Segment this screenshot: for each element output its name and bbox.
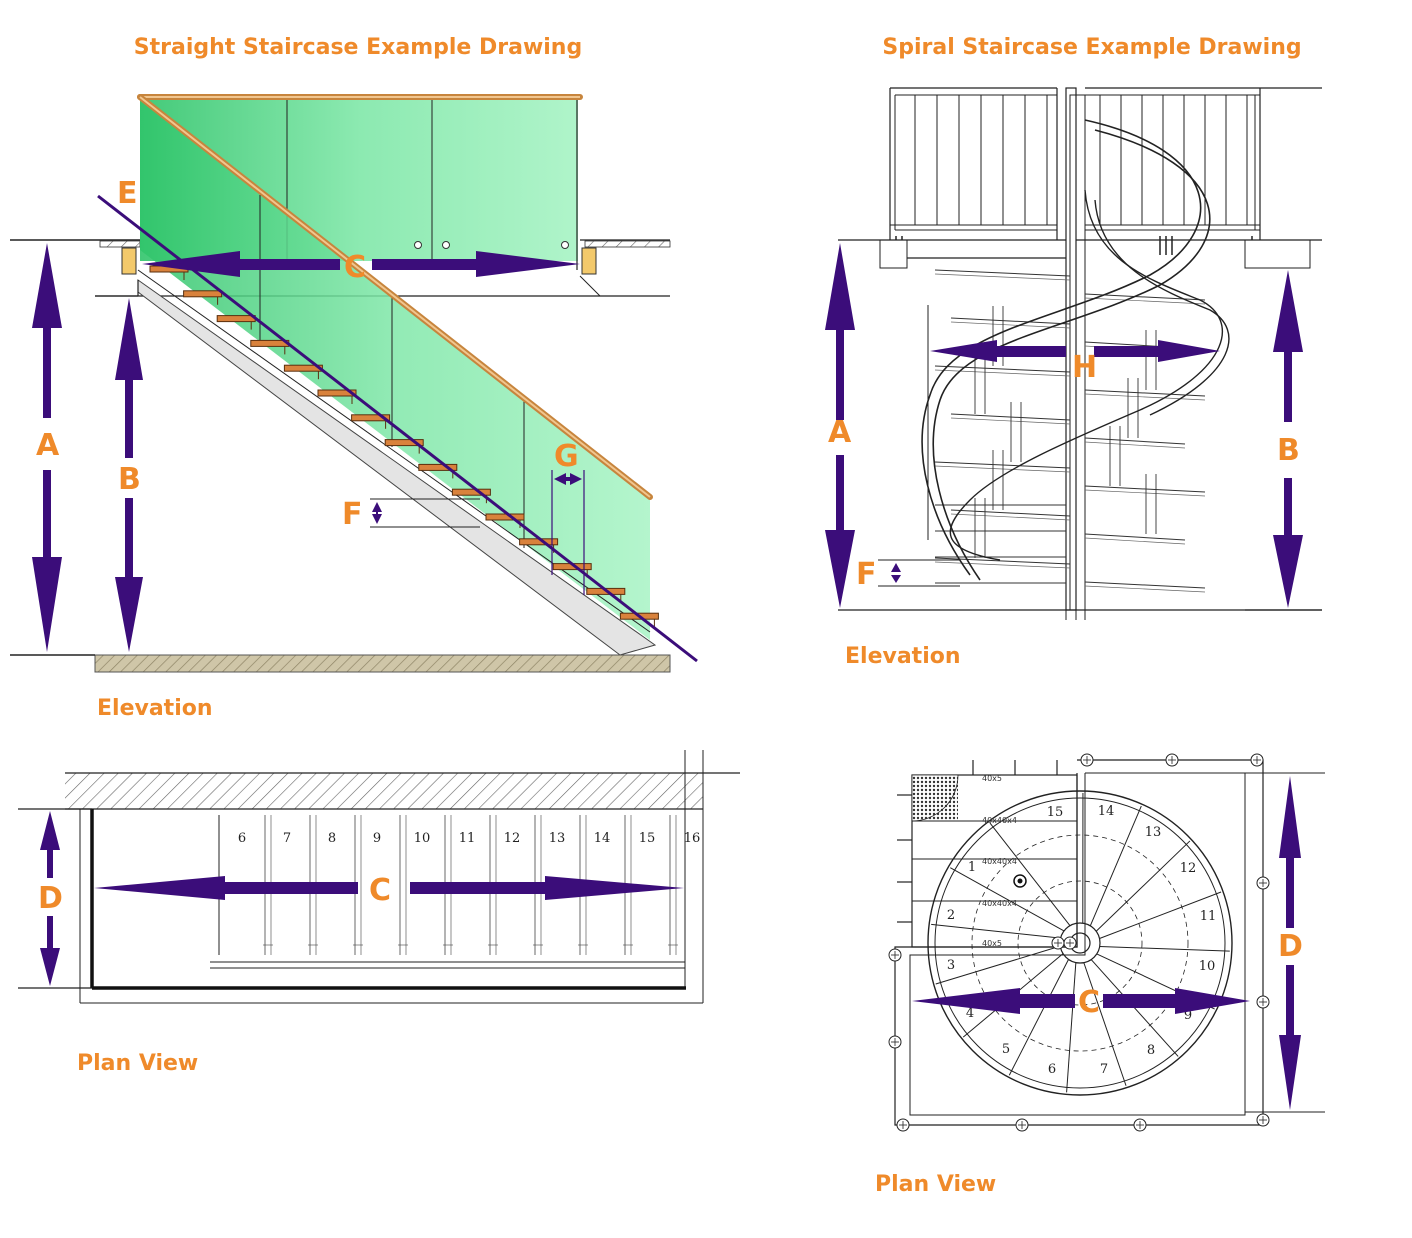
- spiral-label-b: B: [1277, 433, 1300, 468]
- spiral-tread: [950, 413, 1071, 421]
- spiral-tread: [1084, 581, 1206, 589]
- straight-title: Straight Staircase Example Drawing: [134, 35, 582, 60]
- plan-label-c: C: [369, 873, 391, 908]
- plan-step-number: 10: [414, 831, 431, 846]
- straight-plan-steps: 6 7 8 9 10 11 12 13 14 15 16: [238, 815, 700, 955]
- plan-note-2: 40x40x4: [982, 816, 1017, 825]
- spiral-label-h: H: [1072, 350, 1097, 385]
- stair-tread: [451, 488, 491, 496]
- stair-tread: [351, 414, 391, 422]
- spiral-tread: [1084, 533, 1186, 541]
- spiral-plan-tread: [1066, 962, 1077, 1093]
- spiral-plan-label-c: C: [1078, 985, 1100, 1020]
- spiral-plan-tread: [935, 945, 1061, 985]
- spiral-plan-tread: [1099, 945, 1230, 952]
- label-c: C: [344, 250, 366, 285]
- label-b: B: [118, 462, 141, 497]
- spiral-step-number: 4: [966, 1006, 974, 1021]
- label-f: F: [342, 497, 363, 532]
- plan-step-number: 6: [238, 831, 246, 846]
- straight-elevation: E C A B F G Elevation: [10, 94, 698, 721]
- stair-tread: [384, 439, 424, 447]
- spiral-tread: [934, 365, 1071, 373]
- spiral-step-number: 15: [1047, 805, 1064, 820]
- spiral-step-number: 3: [947, 958, 955, 973]
- plan-note-1: 40x5: [982, 774, 1002, 783]
- straight-plan: 6 7 8 9 10 11 12 13 14 15 16 D C Plan View: [18, 750, 740, 1076]
- straight-elevation-caption: Elevation: [97, 696, 213, 721]
- spiral-step-number: 13: [1145, 825, 1162, 840]
- straight-plan-caption: Plan View: [77, 1051, 198, 1076]
- spiral-step-number: 11: [1200, 909, 1217, 924]
- spiral-tread: [934, 269, 1071, 277]
- plan-note-3: 40x40x4: [982, 857, 1017, 866]
- spiral-tread: [934, 557, 1071, 565]
- plan-label-d: D: [38, 881, 63, 916]
- spiral-step-number: 6: [1048, 1062, 1056, 1077]
- spiral-step-number: 14: [1098, 804, 1115, 819]
- stair-tread: [183, 290, 223, 298]
- spiral-tread: [950, 317, 1071, 325]
- spiral-step-number: 2: [947, 908, 955, 923]
- spiral-title: Spiral Staircase Example Drawing: [882, 35, 1301, 60]
- spiral-elevation-caption: Elevation: [845, 644, 961, 669]
- plan-step-number: 14: [594, 831, 611, 846]
- plan-step-number: 13: [549, 831, 566, 846]
- spiral-step-number: 7: [1100, 1062, 1108, 1077]
- spiral-plan-tread: [1083, 962, 1127, 1086]
- spiral-step-number: 1: [968, 860, 976, 875]
- plan-note-5: 40x5: [982, 939, 1002, 948]
- label-e: E: [117, 176, 138, 211]
- plan-step-number: 16: [684, 831, 701, 846]
- spiral-tread: [1084, 485, 1206, 493]
- spiral-treads: [934, 269, 1206, 593]
- spiral-tread: [934, 461, 1071, 469]
- spiral-plan-caption: Plan View: [875, 1172, 996, 1197]
- spiral-plan-tread: [989, 822, 1071, 926]
- spiral-plan-label-d: D: [1278, 929, 1303, 964]
- spiral-tread: [1084, 437, 1186, 445]
- spiral-label-f: F: [856, 557, 877, 592]
- spiral-step-number: 12: [1180, 861, 1197, 876]
- plan-step-number: 15: [639, 831, 656, 846]
- spiral-plan-tread: [1008, 959, 1069, 1076]
- spiral-step-number: 10: [1199, 959, 1216, 974]
- spiral-label-a: A: [828, 415, 852, 450]
- label-g: G: [554, 439, 579, 474]
- spiral-step-number: 5: [1002, 1042, 1010, 1057]
- plan-step-number: 8: [328, 831, 336, 846]
- plan-step-number: 12: [504, 831, 521, 846]
- stair-tread: [283, 364, 323, 372]
- stair-tread: [317, 389, 357, 397]
- spiral-elevation: A B H F Elevation: [825, 87, 1322, 669]
- plan-step-number: 11: [459, 831, 476, 846]
- plan-step-number: 7: [283, 831, 291, 846]
- plan-note-4: 40x40x4: [982, 899, 1017, 908]
- label-a: A: [36, 428, 60, 463]
- spiral-plan-tread: [1089, 805, 1142, 927]
- spiral-tread: [950, 509, 1071, 517]
- stair-tread: [485, 513, 525, 521]
- plan-ticks: [897, 760, 1058, 923]
- plan-step-number: 9: [373, 831, 381, 846]
- spiral-plan-tread: [931, 923, 1061, 939]
- stair-tread: [216, 315, 256, 323]
- stair-tread: [418, 463, 458, 471]
- spiral-plan-tread: [1099, 891, 1222, 939]
- plan-bolts: [888, 753, 1270, 1132]
- spiral-plan-tread: [950, 867, 1065, 932]
- spiral-step-number: 9: [1184, 1008, 1192, 1023]
- spiral-plan-tread: [1095, 840, 1191, 932]
- spiral-step-number: 8: [1147, 1043, 1155, 1058]
- spiral-plan-tread: [1090, 959, 1179, 1057]
